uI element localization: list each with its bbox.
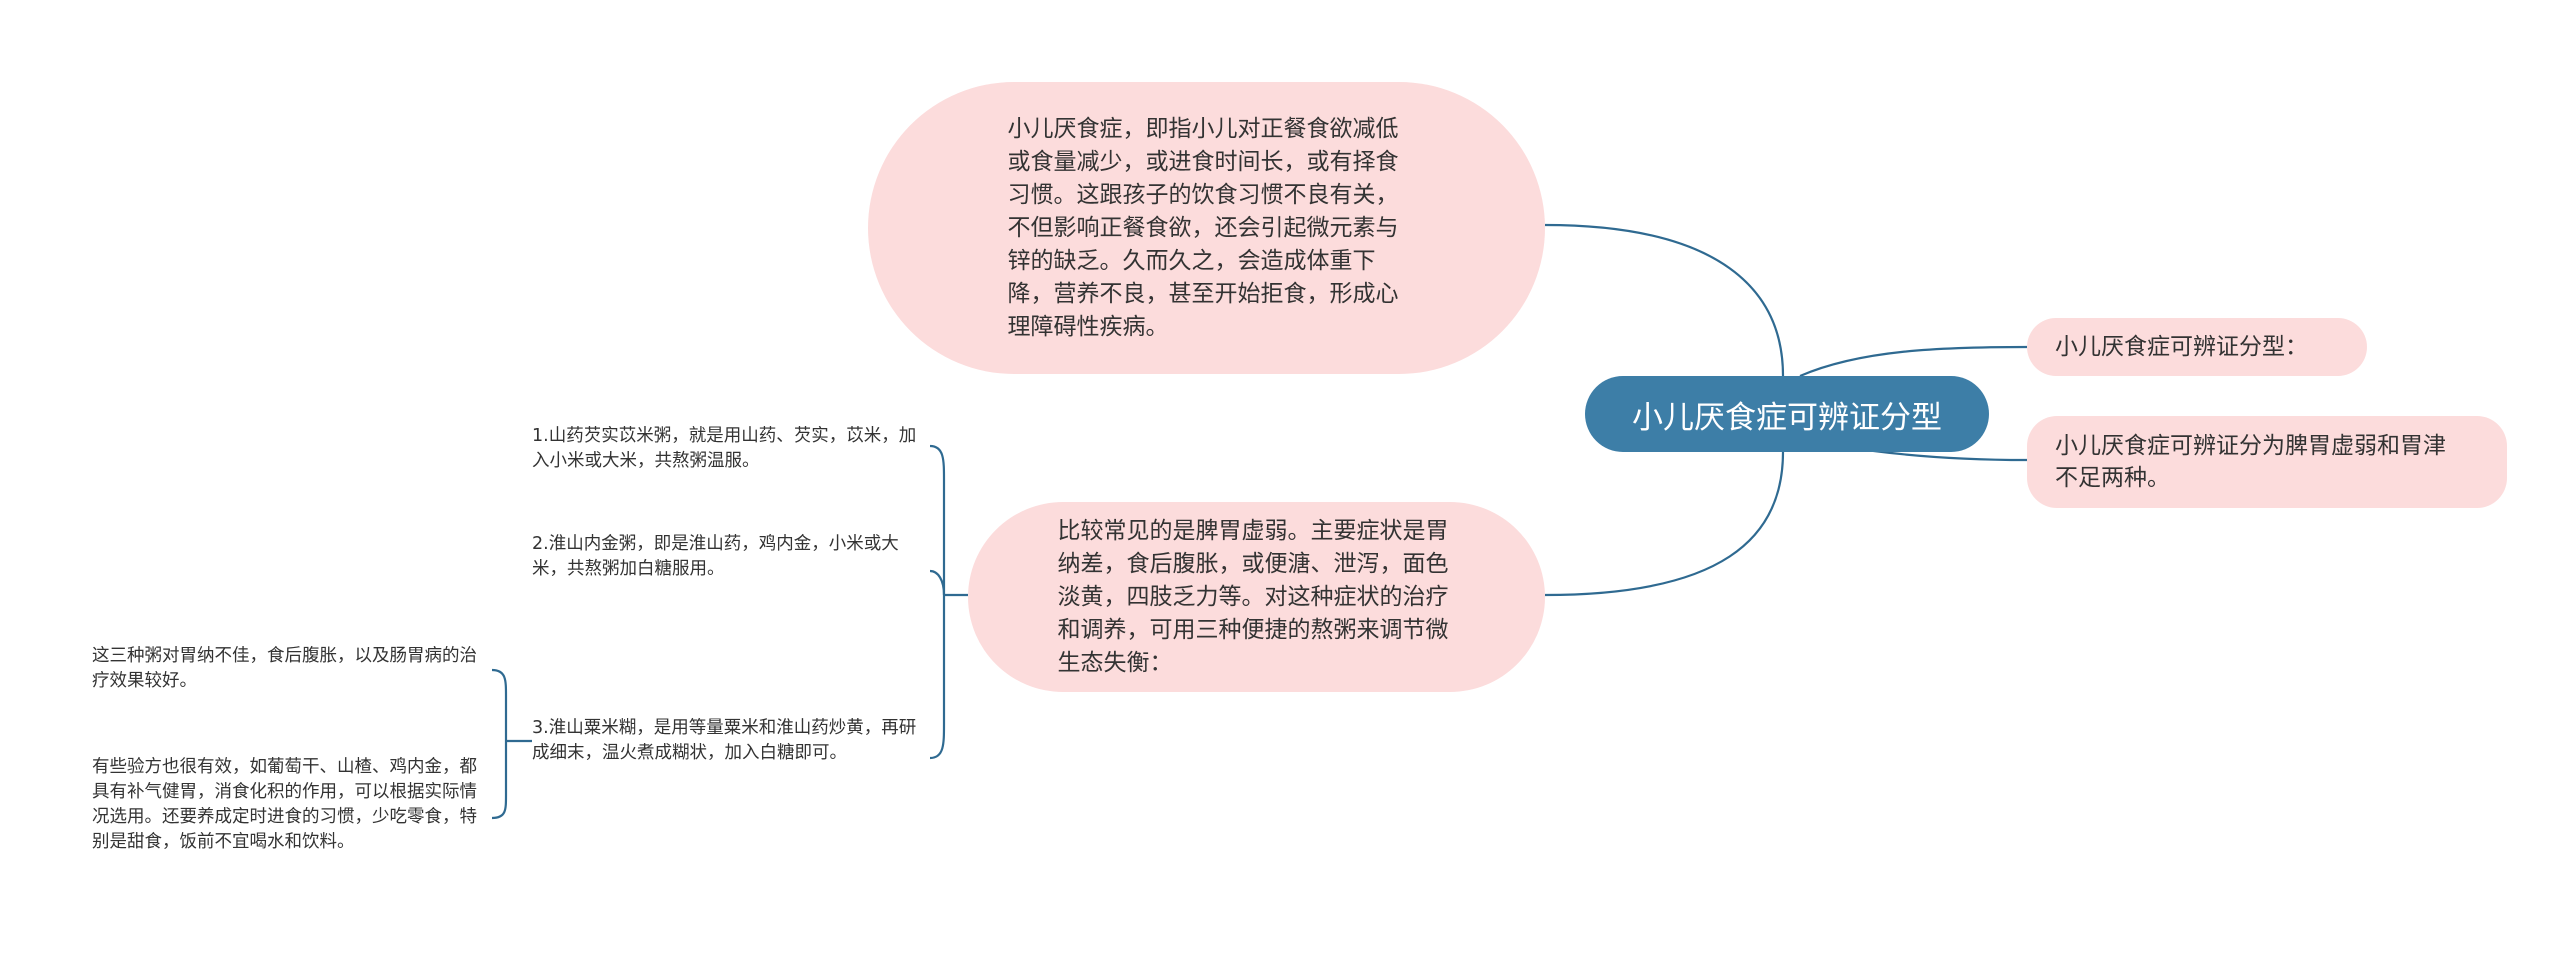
types-desc-node[interactable]: 小儿厌食症可辨证分为脾胃虚弱和胃津不足两种。 bbox=[2027, 416, 2507, 508]
link-root-definition bbox=[1544, 223, 1785, 377]
bracket-recipes-mid bbox=[929, 569, 946, 596]
recipe-item-1[interactable]: 1.山药芡实苡米粥，就是用山药、芡实，苡米，加入小米或大米，共熬粥温服。 bbox=[532, 426, 917, 471]
common-type-text: 比较常见的是脾胃虚弱。主要症状是胃纳差，食后腹胀，或便溏、泄泻，面色淡黄，四肢乏… bbox=[1057, 517, 1449, 676]
root-node[interactable]: 小儿厌食症可辨证分型 bbox=[1585, 376, 1989, 452]
definition-text: 小儿厌食症，即指小儿对正餐食欲减低或食量减少，或进食时间长，或有择食习惯。这跟孩… bbox=[1007, 115, 1399, 340]
note-item-2[interactable]: 有些验方也很有效，如葡萄干、山楂、鸡内金，都具有补气健胃，消食化积的作用，可以根… bbox=[92, 757, 477, 852]
bracket-recipes bbox=[929, 444, 946, 760]
recipe-item-3[interactable]: 3.淮山粟米糊，是用等量粟米和淮山药炒黄，再研成细末，温火煮成糊状，加入白糖即可… bbox=[532, 718, 917, 763]
definition-node[interactable]: 小儿厌食症，即指小儿对正餐食欲减低或食量减少，或进食时间长，或有择食习惯。这跟孩… bbox=[868, 82, 1545, 374]
note-item-1[interactable]: 这三种粥对胃纳不佳，食后腹胀，以及肠胃病的治疗效果较好。 bbox=[92, 646, 477, 691]
bracket-notes bbox=[491, 668, 508, 820]
root-label: 小儿厌食症可辨证分型 bbox=[1632, 399, 1942, 436]
types-label-node[interactable]: 小儿厌食症可辨证分型： bbox=[2027, 318, 2367, 376]
common-type-node[interactable]: 比较常见的是脾胃虚弱。主要症状是胃纳差，食后腹胀，或便溏、泄泻，面色淡黄，四肢乏… bbox=[968, 502, 1545, 692]
recipe-item-2[interactable]: 2.淮山内金粥，即是淮山药，鸡内金，小米或大米，共熬粥加白糖服用。 bbox=[532, 534, 899, 579]
link-root-common-type bbox=[1544, 451, 1785, 597]
link-root-types-label bbox=[1799, 345, 2028, 378]
types-desc-text: 小儿厌食症可辨证分为脾胃虚弱和胃津不足两种。 bbox=[2055, 433, 2446, 491]
types-label-text: 小儿厌食症可辨证分型： bbox=[2055, 334, 2308, 360]
